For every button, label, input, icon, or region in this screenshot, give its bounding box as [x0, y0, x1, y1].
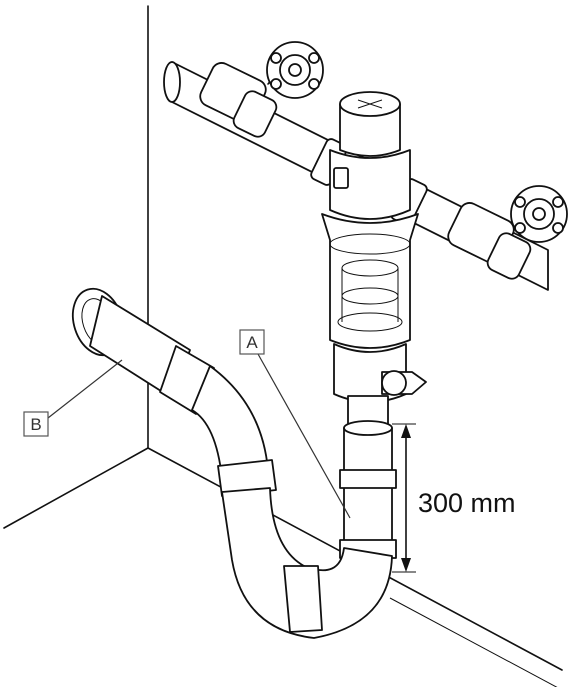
right-valve-handwheel-icon	[510, 185, 568, 243]
left-valve-handwheel-icon	[266, 41, 324, 99]
dimension-label: 300 mm	[418, 488, 516, 518]
callout-a-label: A	[246, 333, 258, 352]
drain-trap	[71, 287, 393, 639]
dimension-marker: 300 mm	[392, 423, 516, 573]
callout-a: A	[239, 329, 351, 519]
callout-b: B	[23, 359, 123, 437]
filter-unit	[321, 91, 427, 429]
outlet-pipe	[339, 420, 397, 559]
callout-b-label: B	[30, 415, 41, 434]
